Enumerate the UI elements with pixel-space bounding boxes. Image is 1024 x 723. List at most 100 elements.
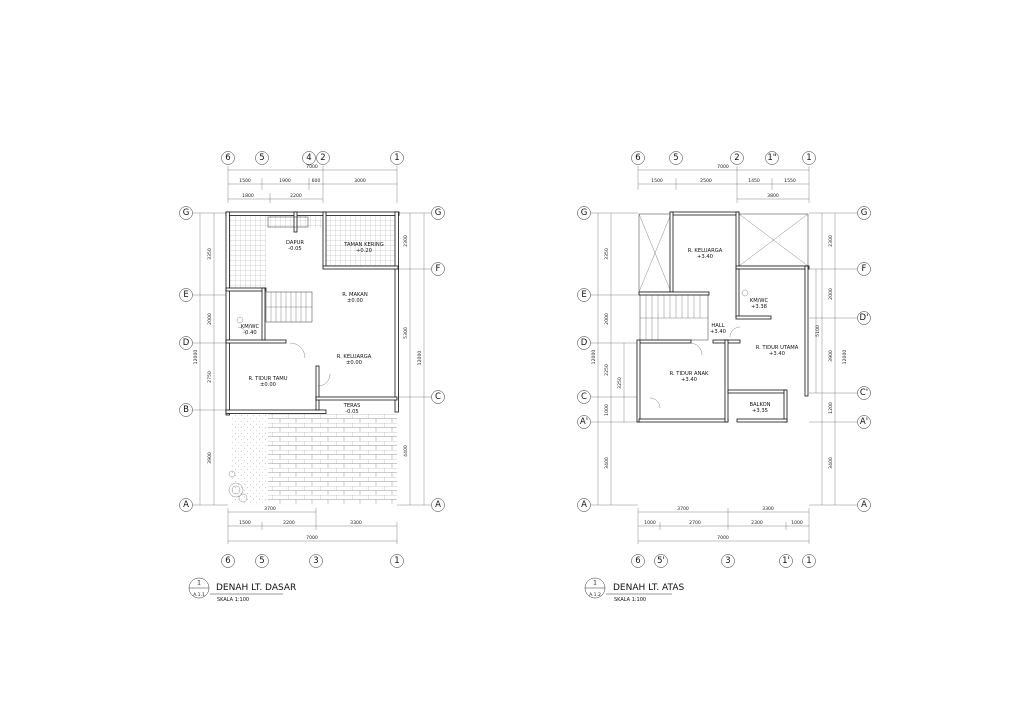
room-level: ±0.00 [260,382,276,388]
upper-title-block: 1 A.1.2 DENAH LT. ATAS SKALA 1:100 [584,577,684,603]
room-level: ±0.00 [347,298,363,304]
dim-label: 1500 [239,178,251,184]
axis-bubble: A [435,500,441,510]
axis-bubble: 2 [734,153,739,163]
room-level: +3.40 [769,351,785,357]
dim-total-bottom: 7000 [306,535,318,541]
upper-stair [639,294,709,341]
room-name: HALL [711,323,724,329]
dim-label: 1500 [651,178,663,184]
dim-total-bottom: 7000 [717,535,729,541]
dim-label: 2300 [751,520,763,526]
dim-label: 1800 [242,193,254,199]
shrub-icon [228,470,248,503]
axis-bubble: 1 [394,153,399,163]
axis-bubble: 1 [394,556,399,566]
axis-bubble: G [435,208,442,218]
dim-label: 2500 [700,178,712,184]
dim-label: 2000 [207,313,213,325]
dim-label: 3000 [354,178,366,184]
dim-label: 4400 [403,445,409,457]
axis-bubble: 1 [806,153,811,163]
axis-bubble: G [581,208,588,218]
room-name: R. TIDUR TAMU [248,376,287,382]
ground-floor-plan: 6 5 4 2 1 7000 1500 1900 600 3000 1800 2… [179,151,445,603]
axis-bubble: 5 [259,556,264,566]
axis-bubble: 5' [657,556,665,566]
kitchen-tile-floor [230,216,266,288]
dim-label: 3400 [828,457,834,469]
dim-label: 2200 [283,520,295,526]
dim-label: 1500 [239,520,251,526]
room-name: TAMAN KERING [343,242,384,248]
room-level: +3.35 [752,408,768,414]
dim-label: 3350 [207,248,213,260]
axis-bubble: D [183,338,190,348]
drawing-ref: A.1.1 [193,592,205,598]
upper-right-axes: G F D' C' A' A [857,206,871,512]
dim-total-right: 12000 [417,351,423,366]
upper-left-axes: G E D C A' A [577,206,591,512]
dim-label: 2750 [207,371,213,383]
dim-label: 2250 [604,364,610,376]
room-name: KM/WC [241,324,260,330]
dim-label: 1000 [644,520,656,526]
dim-label: 2700 [689,520,701,526]
room-level: -0.05 [345,409,358,415]
upper-walls [636,211,810,423]
axis-bubble: 1" [767,153,776,163]
axis-bubble: 1 [806,556,811,566]
upper-floor-plan: 6 5 2 1" 1 7000 1500 2500 1450 1550 3800… [577,151,871,603]
drawing-number: 1 [197,580,201,587]
axis-bubble: 5 [259,153,264,163]
axis-bubble: D' [860,313,869,323]
drawing-title: DENAH LT. DASAR [216,583,296,593]
dim-label: 600 [312,178,321,184]
upper-top-axes: 6 5 2 1" 1 [631,151,816,165]
dim-total-top: 7000 [306,164,318,170]
axis-bubble: F [862,264,867,274]
dim-label: 2000 [604,313,610,325]
axis-bubble: A [861,500,867,510]
axis-bubble: 3 [725,556,730,566]
garden-area [230,414,266,504]
room-level: +3.40 [697,254,713,260]
dim-label: 5300 [403,327,409,339]
carport-paving [268,414,397,504]
dim-label: 3250 [617,377,623,389]
axis-bubble: 6 [225,153,230,163]
ground-stair [265,291,313,323]
dim-label: 3300 [350,520,362,526]
axis-bubble: E [581,290,586,300]
axis-bubble: A' [860,417,868,427]
room-level: +3.40 [710,329,726,335]
dim-label: 3900 [207,452,213,464]
axis-bubble: G [861,208,868,218]
axis-bubble: 2 [320,153,325,163]
dim-label: 3300 [762,506,774,512]
room-name: BALKON [749,402,770,408]
room-level: -0.05 [288,246,301,252]
dim-label: 3800 [767,193,779,199]
ground-right-axes: G F C A [431,206,445,512]
axis-bubble: 3 [313,556,318,566]
room-name: R. MAKAN [342,292,368,298]
room-level: ±0.00 [346,360,362,366]
toilet-icon [741,289,749,297]
axis-bubble: 6 [635,556,640,566]
room-name: R. TIDUR UTAMA [756,345,799,351]
room-name: KM/WC [750,298,769,304]
axis-bubble: C [435,392,441,402]
dim-label: 1900 [279,178,291,184]
dry-garden-tile [325,216,395,267]
room-name: R. KELUARGA [688,248,723,254]
axis-bubble: B [183,405,189,415]
axis-bubble: A' [580,417,588,427]
axis-bubble: 6 [635,153,640,163]
dim-label: 2300 [828,235,834,247]
room-name: R. KELUARGA [337,354,372,360]
axis-bubble: 6 [225,556,230,566]
dim-total-left: 12000 [591,350,597,365]
ground-top-axes: 6 5 4 2 1 [221,151,404,165]
